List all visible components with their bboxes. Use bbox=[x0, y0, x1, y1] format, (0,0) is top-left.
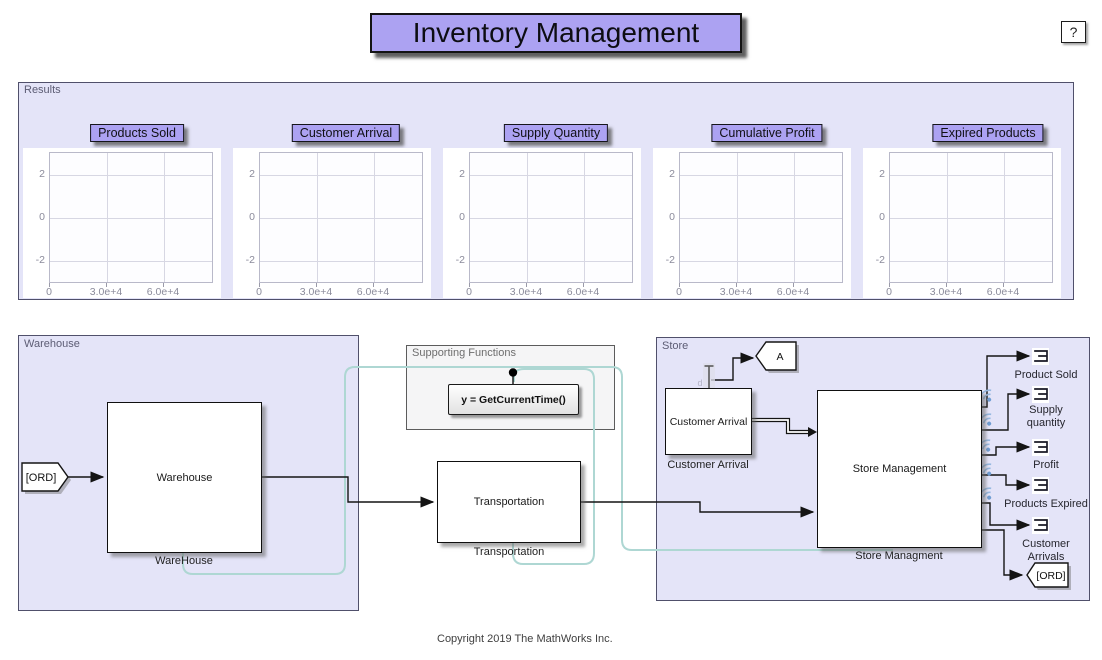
scope-display-supply-quantity[interactable]: 2 0 -2 0 3.0e+4 6.0e+4 bbox=[443, 148, 641, 298]
x-tick: 0 bbox=[886, 286, 892, 298]
y-tick: 2 bbox=[249, 168, 255, 180]
scope-display-customer-arrival[interactable]: 2 0 -2 0 3.0e+4 6.0e+4 bbox=[233, 148, 431, 298]
plot-area bbox=[469, 152, 633, 283]
scope-display-cumulative-profit[interactable]: 2 0 -2 0 3.0e+4 6.0e+4 bbox=[653, 148, 851, 298]
sink-label-product-sold: Product Sold bbox=[1014, 369, 1078, 381]
scope-title-customer-arrival: Customer Arrival bbox=[291, 124, 401, 142]
results-panel-label: Results bbox=[24, 84, 61, 96]
x-tick: 0 bbox=[46, 286, 52, 298]
plot-area bbox=[49, 152, 213, 283]
scope-display-expired-products[interactable]: 2 0 -2 0 3.0e+4 6.0e+4 bbox=[863, 148, 1061, 298]
x-tick: 6.0e+4 bbox=[356, 286, 390, 298]
help-button[interactable]: ? bbox=[1061, 21, 1086, 43]
x-tick: 6.0e+4 bbox=[146, 286, 180, 298]
store-management-block-text: Store Management bbox=[852, 463, 947, 475]
x-tick: 6.0e+4 bbox=[776, 286, 810, 298]
transportation-block-caption: Transportation bbox=[473, 546, 545, 558]
x-tick: 3.0e+4 bbox=[929, 286, 963, 298]
y-tick: -2 bbox=[665, 254, 675, 266]
x-tick: 0 bbox=[256, 286, 262, 298]
transportation-block[interactable]: Transportation bbox=[437, 461, 581, 543]
warehouse-block-text: Warehouse bbox=[156, 471, 213, 484]
x-tick: 3.0e+4 bbox=[299, 286, 333, 298]
y-tick: 0 bbox=[669, 211, 675, 223]
sink-label-products-expired: Products Expired bbox=[1004, 498, 1088, 510]
customer-arrival-block[interactable]: Customer Arrival bbox=[665, 388, 752, 455]
y-tick: 2 bbox=[39, 168, 45, 180]
simulink-function-block[interactable]: y = GetCurrentTime() bbox=[448, 384, 579, 415]
model-title: Inventory Management bbox=[370, 13, 742, 53]
scope-title-supply-quantity: Supply Quantity bbox=[503, 124, 609, 142]
x-tick: 6.0e+4 bbox=[566, 286, 600, 298]
scope-title-cumulative-profit: Cumulative Profit bbox=[711, 124, 823, 142]
y-tick: 2 bbox=[459, 168, 465, 180]
scope-title-products-sold: Products Sold bbox=[90, 124, 184, 142]
x-tick: 3.0e+4 bbox=[719, 286, 753, 298]
customer-arrival-block-text: Customer Arrival bbox=[669, 415, 748, 428]
x-tick: 3.0e+4 bbox=[89, 286, 123, 298]
copyright-text: Copyright 2019 The MathWorks Inc. bbox=[437, 633, 613, 645]
y-tick: 0 bbox=[459, 211, 465, 223]
sink-label-profit: Profit bbox=[1033, 459, 1059, 471]
store-panel-label: Store bbox=[662, 340, 689, 352]
y-tick: 0 bbox=[879, 211, 885, 223]
supporting-functions-label: Supporting Functions bbox=[412, 347, 516, 359]
plot-area bbox=[889, 152, 1053, 283]
x-tick: 6.0e+4 bbox=[986, 286, 1020, 298]
store-management-block[interactable]: Store Management bbox=[817, 390, 982, 548]
y-tick: 0 bbox=[39, 211, 45, 223]
warehouse-block-caption: WareHouse bbox=[155, 555, 213, 567]
transportation-block-text: Transportation bbox=[473, 496, 545, 508]
y-tick: -2 bbox=[875, 254, 885, 266]
y-tick: 2 bbox=[879, 168, 885, 180]
y-tick: -2 bbox=[245, 254, 255, 266]
function-block-text: y = GetCurrentTime() bbox=[461, 393, 566, 406]
x-tick: 3.0e+4 bbox=[509, 286, 543, 298]
x-tick: 0 bbox=[466, 286, 472, 298]
warehouse-block[interactable]: Warehouse bbox=[107, 402, 262, 553]
store-management-block-caption: Store Managment bbox=[855, 550, 943, 562]
plot-area bbox=[679, 152, 843, 283]
x-tick: 0 bbox=[676, 286, 682, 298]
scope-title-expired-products: Expired Products bbox=[932, 124, 1044, 142]
scope-display-products-sold[interactable]: 2 0 -2 0 3.0e+4 6.0e+4 bbox=[23, 148, 221, 298]
warehouse-panel-label: Warehouse bbox=[24, 338, 80, 350]
y-tick: -2 bbox=[35, 254, 45, 266]
plot-area bbox=[259, 152, 423, 283]
y-tick: -2 bbox=[455, 254, 465, 266]
customer-arrival-block-caption: Customer Arrival bbox=[667, 459, 749, 471]
y-tick: 0 bbox=[249, 211, 255, 223]
y-tick: 2 bbox=[669, 168, 675, 180]
